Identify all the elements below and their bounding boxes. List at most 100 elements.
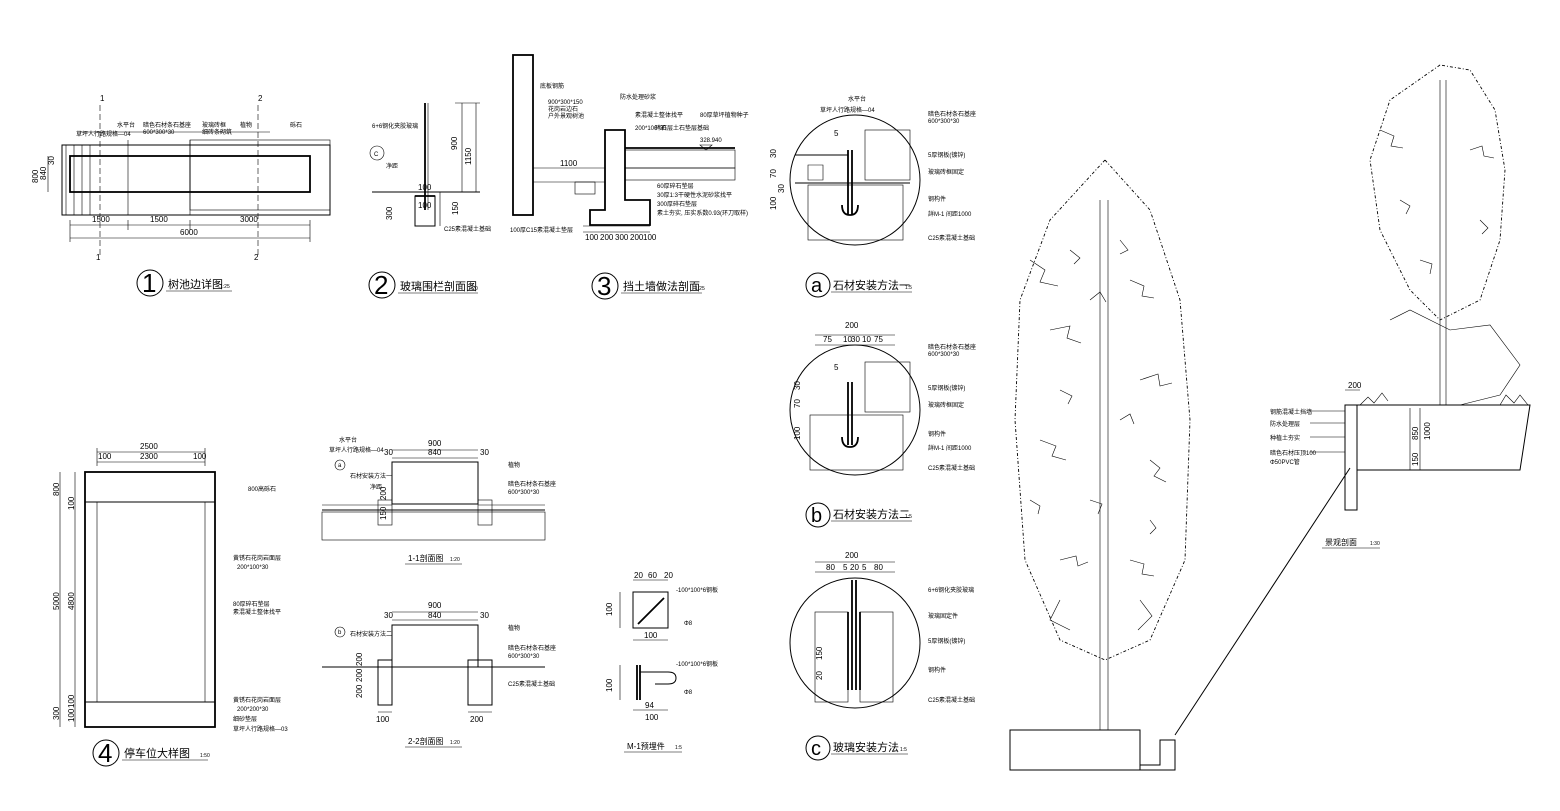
det-b-dim: 100 xyxy=(793,426,802,440)
plan4-note: 黄锈石花岗岩面层 xyxy=(233,696,281,704)
section-3-retaining-wall: 底板钢筋 900*300*150 花岗岩边石 户外景观树池 防水处理砂浆 80厚… xyxy=(510,54,749,301)
det-c-note: 5厚钢板(镀锌) xyxy=(928,637,965,645)
det-a-note: 玻璃砖框固定 xyxy=(928,168,964,176)
sec3-dim: 100 xyxy=(643,233,657,242)
tree-right-illustration xyxy=(1359,64,1529,406)
sec11-note: 净距 xyxy=(370,483,382,491)
sec11-note: a xyxy=(338,463,342,469)
det-b-note: 玻璃砖框固定 xyxy=(928,401,964,409)
plan1-dim: 1500 xyxy=(150,215,168,224)
sec3-elevation: 328.940 xyxy=(700,138,722,144)
plan4-title: 停车位大样图 xyxy=(124,746,190,760)
plan1-note: 水平台 xyxy=(117,121,135,129)
det-c-title-number: c xyxy=(811,738,821,760)
sec22-dim: 30 xyxy=(384,611,393,620)
det-b-note: 5厚钢板(镀锌) xyxy=(928,384,965,392)
det-a-dim: 30 xyxy=(769,149,778,158)
sec22-note: 600*300*30 xyxy=(508,654,540,660)
plan4-dim: 5000 xyxy=(52,592,61,610)
sec22-dim: 840 xyxy=(428,611,442,620)
det-a-note: 水平台 xyxy=(848,95,866,103)
plan4-note: 800高砾石 xyxy=(248,485,276,493)
det-c-scale: 1:5 xyxy=(900,747,907,753)
elev-scale: 1:30 xyxy=(1370,541,1380,547)
det-c-dim: 5 xyxy=(862,563,867,572)
m1-scale: 1:5 xyxy=(675,745,682,751)
plan1-scale: 1:25 xyxy=(220,284,230,290)
sec22-dim: 200 xyxy=(355,652,364,666)
det-c-note: 6+6钢化夹胶玻璃 xyxy=(928,586,974,594)
det-c-note: C25素混凝土基础 xyxy=(928,696,975,704)
plan4-dim: 100 xyxy=(67,694,76,708)
plan4-dim: 100 xyxy=(193,452,207,461)
det-c-dim: 80 xyxy=(874,563,883,572)
plan1-section-mark-top-1: 1 xyxy=(100,94,105,103)
sec2-note: C xyxy=(374,152,379,158)
plan4-note: 黄锈石花岗岩面层 xyxy=(233,554,281,562)
det-b-note: 600*300*30 xyxy=(928,352,960,358)
m1-dim: 100 xyxy=(605,678,614,692)
elev-title: 景观剖面 xyxy=(1325,537,1357,547)
plan4-dim: 100 xyxy=(67,496,76,510)
sec22-note: b xyxy=(338,630,342,636)
det-a-note: 詳M-1 间距1000 xyxy=(928,210,972,218)
sec3-title-number: 3 xyxy=(597,271,611,301)
section-2-glass-railing: 6+6钢化夹胶玻璃 C 净距 C25素混凝土基础 900 1150 300 15… xyxy=(368,102,491,300)
det-a-scale: 1:5 xyxy=(905,285,912,291)
sec2-note: 6+6钢化夹胶玻璃 xyxy=(372,122,418,130)
plan4-dim: 2500 xyxy=(140,442,158,451)
plan1-note: 暗色石材条石基座 xyxy=(143,121,191,129)
sec3-note: 碎石层土石垫层基础 xyxy=(655,124,709,132)
m1-embedded-part: 20 60 20 100 100 100 94 100 -100*100*6钢板… xyxy=(605,571,718,753)
sec2-title: 玻璃围栏剖面图 xyxy=(400,279,477,293)
sec3-note: 100厚C15素混凝土垫层 xyxy=(510,226,573,234)
sec22-note: 暗色石材条石基座 xyxy=(508,644,556,652)
sec11-note: 草坪人行路规格—04 xyxy=(329,446,384,454)
sec3-note: 户外景观树池 xyxy=(548,112,584,120)
plan1-section-mark-top-2: 2 xyxy=(258,94,263,103)
m1-dim: 60 xyxy=(648,571,657,580)
plan1-dim-left: 840 xyxy=(39,166,48,180)
sec2-dim: 900 xyxy=(450,136,459,150)
sec3-note: 300厚碎石垫层 xyxy=(657,200,697,208)
plan4-note: 200*100*30 xyxy=(237,565,269,571)
det-a-note: 暗色石材条石基座 xyxy=(928,110,976,118)
sec11-dim: 150 xyxy=(379,506,388,520)
m1-note: -100*100*6钢板 xyxy=(676,660,718,668)
plan1-note: 玻璃砖框 xyxy=(202,121,226,129)
plan1-dim: 3000 xyxy=(240,215,258,224)
sec3-note: 900*300*150 xyxy=(548,100,583,106)
sec3-note: 花岗岩边石 xyxy=(548,105,578,113)
elev-note: 防水处理层 xyxy=(1270,420,1300,428)
elev-note: 种植土夯实 xyxy=(1270,434,1300,442)
det-b-note: C25素混凝土基础 xyxy=(928,464,975,472)
detail-b-stone-install-2: 200 75 10 30 10 75 暗色石材条石基座 600*300*30 5… xyxy=(789,321,976,528)
det-a-dim: 70 xyxy=(769,169,778,178)
det-b-dim: 75 xyxy=(874,335,883,344)
sec3-note: 200*100*30 xyxy=(635,126,667,132)
sec11-title: 1-1剖面图 xyxy=(408,553,444,563)
sec22-dim: 900 xyxy=(428,601,442,610)
elev-dim: 200 xyxy=(1348,381,1362,390)
sec22-dim: 200 xyxy=(355,684,364,698)
det-b-title-number: b xyxy=(811,505,822,527)
sec2-dim: 100 xyxy=(418,201,432,210)
sec3-dim: 100 xyxy=(585,233,599,242)
plan4-dim: 800 xyxy=(52,482,61,496)
det-a-note: 草坪人行路规格—04 xyxy=(820,106,875,114)
plan-4-parking-space: 2500 100 2300 100 800 100 5000 4800 100 … xyxy=(52,442,288,768)
det-b-scale: 1:5 xyxy=(905,514,912,520)
sec11-note: 600*300*30 xyxy=(508,490,540,496)
m1-dim: 20 xyxy=(664,571,673,580)
sec3-dim: 300 xyxy=(615,233,629,242)
m1-dim: 20 xyxy=(634,571,643,580)
m1-dim: 100 xyxy=(645,713,659,722)
det-c-dim: 20 xyxy=(850,563,859,572)
detail-a-stone-install-1: 水平台 草坪人行路规格—04 暗色石材条石基座 600*300*30 5厚钢板(… xyxy=(769,95,976,298)
det-b-title: 石材安装方法二 xyxy=(833,507,910,521)
sec3-dim: 1100 xyxy=(560,159,578,168)
plan1-dim-total: 6000 xyxy=(180,228,198,237)
sec2-dim: 100 xyxy=(418,183,432,192)
sec2-dim: 150 xyxy=(451,201,460,215)
m1-dim: 100 xyxy=(644,631,658,640)
